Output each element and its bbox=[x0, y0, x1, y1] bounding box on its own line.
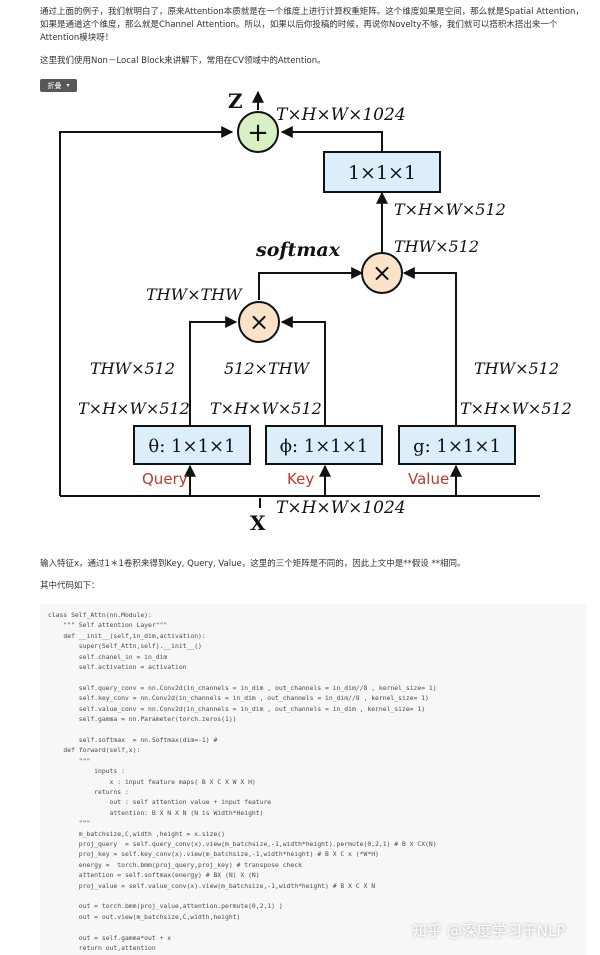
code-line: proj_query = self.query_conv(x).view(m_b… bbox=[48, 839, 437, 848]
query-label: Query bbox=[142, 470, 188, 488]
code-line: out = out.view(m_batchsize,C,width,heigh… bbox=[48, 912, 241, 921]
phi-box bbox=[265, 425, 383, 465]
code-line bbox=[48, 724, 437, 734]
code-line: super(Self_Attn,self).__init__() bbox=[48, 642, 202, 651]
code-line: inputs : bbox=[48, 767, 125, 776]
code-line: """ Self attention Layer""" bbox=[48, 621, 168, 630]
watermark: 知乎 @深度学习于NLP bbox=[412, 922, 566, 940]
edge-g-mult2 bbox=[402, 267, 457, 426]
top-dim-label: T×H×W×1024 bbox=[276, 105, 406, 125]
z-label: Z bbox=[228, 89, 243, 113]
g-thw512-label: THW×512 bbox=[474, 359, 559, 378]
code-line: self.chanel_in = in_dim bbox=[48, 652, 168, 661]
code-line: return out,attention bbox=[48, 944, 156, 952]
code-content: class Self_Attn(nn.Module): """ Self att… bbox=[48, 610, 437, 953]
phi-in-label: T×H×W×512 bbox=[210, 399, 322, 418]
code-line: returns : bbox=[48, 787, 129, 796]
code-line: self.value_conv = nn.Conv2d(in_channels … bbox=[48, 704, 426, 713]
key-label: Key bbox=[287, 470, 314, 488]
theta-thw512-label: THW×512 bbox=[90, 359, 175, 378]
code-line: """ bbox=[48, 819, 91, 828]
softmax-label: softmax bbox=[255, 239, 341, 261]
output-conv-box bbox=[323, 151, 441, 193]
after-conv-dim-label: T×H×W×512 bbox=[394, 200, 506, 219]
thw512-top-label: THW×512 bbox=[394, 237, 479, 256]
code-line: self.key_conv = nn.Conv2d(in_channels = … bbox=[48, 694, 429, 703]
multiply-icon-1: × bbox=[249, 308, 269, 336]
mult-node-1 bbox=[238, 301, 280, 343]
code-intro: 其中代码如下： bbox=[40, 581, 100, 591]
code-line: proj_value = self.value_conv(x).view(m_b… bbox=[48, 881, 376, 890]
g-in-label: T×H×W×512 bbox=[460, 399, 572, 418]
thwxthw-label: THW×THW bbox=[146, 285, 243, 304]
edge-residual bbox=[59, 126, 234, 496]
code-line: m_batchsize,C,width ,height = x.size() bbox=[48, 829, 225, 838]
code-line bbox=[48, 922, 437, 932]
theta-box-label: θ: 1×1×1 bbox=[148, 436, 235, 457]
code-line bbox=[48, 672, 437, 682]
input-description: 输入特征x，通过1＊1卷积来得到Key, Query, Value，这里的三个矩… bbox=[40, 559, 466, 569]
code-line bbox=[48, 891, 437, 901]
edge-phi-mult bbox=[280, 316, 326, 426]
phi-512thw-label: 512×THW bbox=[224, 359, 311, 378]
value-label: Value bbox=[408, 470, 449, 488]
code-line: self.gamma = nn.Parameter(torch.zeros(1)… bbox=[48, 715, 237, 724]
sum-node bbox=[237, 111, 279, 153]
intro-line-1: 通过上面的例子，我们就明白了，原来Attention本质就是在一个维度上进行计算… bbox=[40, 7, 584, 17]
chevron-down-icon: ▾ bbox=[66, 82, 70, 89]
code-line: attention: B X N X N (N is Width*Height) bbox=[48, 808, 264, 817]
code-line: class Self_Attn(nn.Module): bbox=[48, 611, 152, 619]
code-line: x : input feature maps( B X C X W X H) bbox=[48, 777, 256, 786]
code-line: out = torch.bmm(proj_value,attention.per… bbox=[48, 902, 283, 911]
code-line: self.softmax = nn.Softmax(dim=-1) # bbox=[48, 735, 218, 744]
code-line: attention = self.softmax(energy) # BX (N… bbox=[48, 871, 260, 880]
input-dim-label: T×H×W×1024 bbox=[276, 498, 406, 518]
code-line: out = self.gamma*out + x bbox=[48, 933, 172, 942]
multiply-icon-2: × bbox=[372, 259, 392, 287]
code-line: out : self attention value + input featu… bbox=[48, 798, 272, 807]
code-line: self.activation = activation bbox=[48, 663, 187, 672]
code-line: self.query_conv = nn.Conv2d(in_channels … bbox=[48, 683, 437, 692]
edge-theta-mult bbox=[189, 316, 238, 426]
theta-in-label: T×H×W×512 bbox=[78, 399, 190, 418]
intro-line-2: 如果是通道这个维度，那么就是Channel Attention。所以，如果以后你… bbox=[40, 20, 558, 30]
fold-button-label: 折叠 bbox=[47, 81, 62, 90]
code-line: proj_key = self.key_conv(x).view(m_batch… bbox=[48, 850, 379, 859]
code-block: class Self_Attn(nn.Module): """ Self att… bbox=[40, 604, 586, 955]
code-line: def forward(self,x): bbox=[48, 746, 141, 755]
mult-node-2 bbox=[361, 252, 403, 294]
fold-button[interactable]: 折叠 ▾ bbox=[40, 79, 77, 92]
plus-icon: + bbox=[247, 118, 269, 148]
g-box bbox=[398, 425, 516, 465]
x-label: X bbox=[250, 511, 266, 535]
code-line: """ bbox=[48, 756, 91, 765]
phi-box-label: ϕ: 1×1×1 bbox=[280, 436, 369, 457]
code-line: energy = torch.bmm(proj_query,proj_key) … bbox=[48, 860, 302, 869]
intro-line-3: Attention模块呀！ bbox=[40, 33, 114, 43]
non-local-block-diagram: + 1×1×1 × × θ: 1×1×1 ϕ: 1×1×1 g: 1×1×1 Z… bbox=[59, 89, 572, 535]
theta-box bbox=[133, 425, 251, 465]
g-box-label: g: 1×1×1 bbox=[413, 436, 501, 457]
nonlocal-intro: 这里我们使用Non－Local Block来讲解下，常用在CV领域中的Atten… bbox=[40, 56, 326, 66]
edge-conv-plus bbox=[280, 126, 383, 152]
output-conv-label: 1×1×1 bbox=[348, 162, 416, 184]
intro-paragraph: 通过上面的例子，我们就明白了，原来Attention本质就是在一个维度上进行计算… bbox=[40, 6, 585, 45]
edge-mult1-mult2 bbox=[258, 267, 364, 300]
code-line: def __init__(self,in_dim,activation): bbox=[48, 631, 206, 640]
